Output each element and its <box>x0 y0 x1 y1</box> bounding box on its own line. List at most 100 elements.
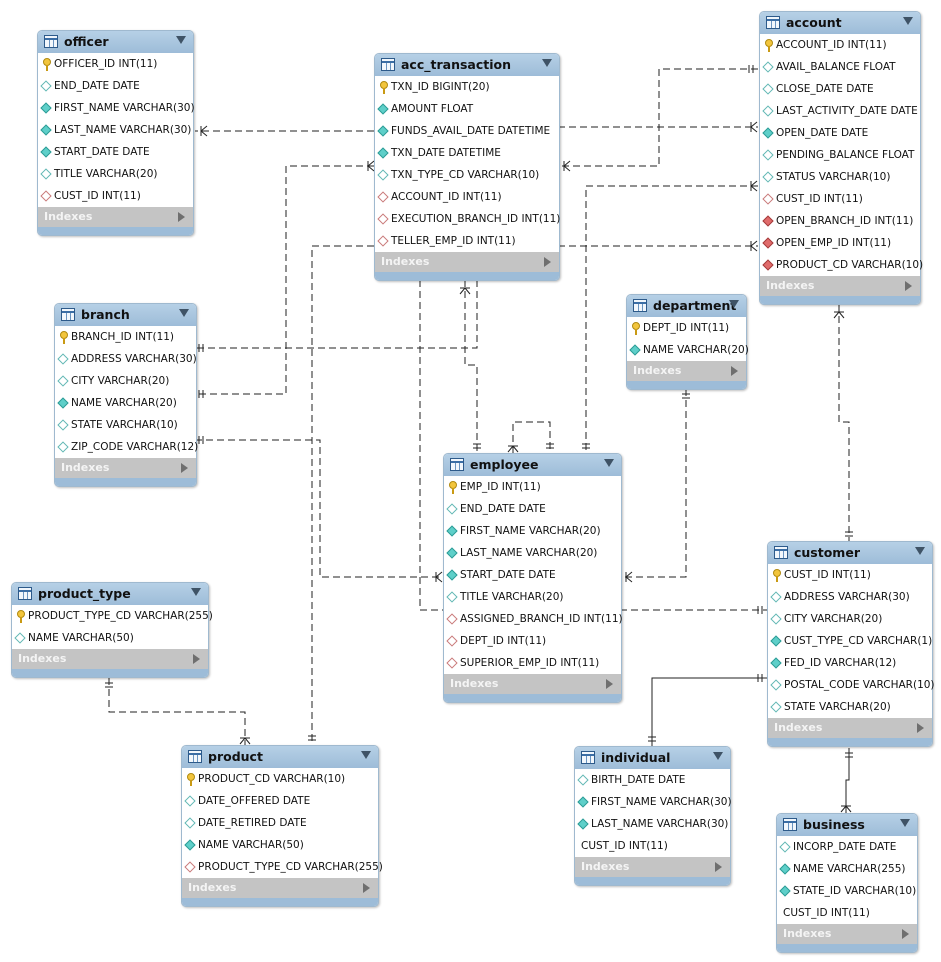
expand-arrow-icon[interactable] <box>715 862 722 872</box>
collapse-caret-icon[interactable] <box>713 752 723 760</box>
relationship-connector[interactable] <box>620 389 687 578</box>
relationship-connector[interactable] <box>195 280 478 349</box>
table-column[interactable]: TITLE VARCHAR(20) <box>38 163 193 185</box>
table-column[interactable]: EXECUTION_BRANCH_ID INT(11) <box>375 208 560 230</box>
expand-arrow-icon[interactable] <box>363 883 370 893</box>
table-column[interactable]: ACCOUNT_ID INT(11) <box>375 186 559 208</box>
table-column[interactable]: OPEN_EMP_ID INT(11) <box>760 232 920 254</box>
relationship-connector[interactable] <box>311 245 374 745</box>
table-column[interactable]: DEPT_ID INT(11) <box>444 630 621 652</box>
expand-arrow-icon[interactable] <box>544 257 551 267</box>
collapse-caret-icon[interactable] <box>179 309 189 317</box>
table-column[interactable]: PRODUCT_CD VARCHAR(10) <box>182 768 378 790</box>
table-column[interactable]: NAME VARCHAR(20) <box>627 339 749 361</box>
table-column[interactable]: PRODUCT_TYPE_CD VARCHAR(255) <box>12 605 213 627</box>
expand-arrow-icon[interactable] <box>902 929 909 939</box>
table-column[interactable]: LAST_NAME VARCHAR(20) <box>444 542 621 564</box>
table-column[interactable]: SUPERIOR_EMP_ID INT(11) <box>444 652 621 674</box>
table-column[interactable]: FIRST_NAME VARCHAR(20) <box>444 520 621 542</box>
table-column[interactable]: END_DATE DATE <box>38 75 193 97</box>
expand-arrow-icon[interactable] <box>606 679 613 689</box>
indexes-section[interactable]: Indexes <box>768 718 932 738</box>
collapse-caret-icon[interactable] <box>542 59 552 67</box>
table-column[interactable]: OFFICER_ID INT(11) <box>38 53 193 75</box>
table-header[interactable]: department <box>627 295 746 317</box>
collapse-caret-icon[interactable] <box>361 751 371 759</box>
table-column[interactable]: START_DATE DATE <box>444 564 621 586</box>
table-column[interactable]: CUST_TYPE_CD VARCHAR(1) <box>768 630 932 652</box>
table-column[interactable]: STATUS VARCHAR(10) <box>760 166 920 188</box>
table-header[interactable]: business <box>777 814 917 836</box>
table-column[interactable]: STATE_ID VARCHAR(10) <box>777 880 917 902</box>
indexes-section[interactable]: Indexes <box>760 276 920 296</box>
relationship-connector[interactable] <box>838 305 850 541</box>
table-column[interactable]: OPEN_DATE DATE <box>760 122 920 144</box>
table-column[interactable]: STATE VARCHAR(20) <box>768 696 932 718</box>
table-column[interactable]: LAST_NAME VARCHAR(30) <box>38 119 193 141</box>
collapse-caret-icon[interactable] <box>176 36 186 44</box>
table-header[interactable]: customer <box>768 542 932 564</box>
collapse-caret-icon[interactable] <box>191 588 201 596</box>
collapse-caret-icon[interactable] <box>903 17 913 25</box>
table-column[interactable]: PRODUCT_TYPE_CD VARCHAR(255) <box>182 856 383 878</box>
table-column[interactable]: CLOSE_DATE DATE <box>760 78 920 100</box>
table-column[interactable]: FIRST_NAME VARCHAR(30) <box>38 97 195 119</box>
table-column[interactable]: AVAIL_BALANCE FLOAT <box>760 56 920 78</box>
table-column[interactable]: DATE_RETIRED DATE <box>182 812 378 834</box>
table-header[interactable]: officer <box>38 31 193 53</box>
table-column[interactable]: CUST_ID INT(11) <box>768 564 932 586</box>
table-header[interactable]: individual <box>575 747 730 769</box>
table-column[interactable]: CITY VARCHAR(20) <box>55 370 196 392</box>
expand-arrow-icon[interactable] <box>178 212 185 222</box>
table-column[interactable]: PRODUCT_CD VARCHAR(10) <box>760 254 923 276</box>
collapse-caret-icon[interactable] <box>900 819 910 827</box>
table-column[interactable]: ZIP_CODE VARCHAR(12) <box>55 436 198 458</box>
table-header[interactable]: product_type <box>12 583 208 605</box>
relationship-connector[interactable] <box>585 185 758 453</box>
table-column[interactable]: EMP_ID INT(11) <box>444 476 621 498</box>
relationship-connector[interactable] <box>464 280 478 453</box>
table-column[interactable]: NAME VARCHAR(50) <box>182 834 378 856</box>
table-column[interactable]: AMOUNT FLOAT <box>375 98 559 120</box>
table-column[interactable]: INCORP_DATE DATE <box>777 836 917 858</box>
table-header[interactable]: employee <box>444 454 621 476</box>
table-column[interactable]: CUST_ID INT(11) <box>777 902 917 924</box>
relationship-connector[interactable] <box>419 280 443 611</box>
table-column[interactable]: CUST_ID INT(11) <box>760 188 920 210</box>
table-column[interactable]: DATE_OFFERED DATE <box>182 790 378 812</box>
table-column[interactable]: NAME VARCHAR(50) <box>12 627 208 649</box>
table-header[interactable]: account <box>760 12 920 34</box>
expand-arrow-icon[interactable] <box>731 366 738 376</box>
indexes-section[interactable]: Indexes <box>182 878 378 898</box>
indexes-section[interactable]: Indexes <box>55 458 196 478</box>
indexes-section[interactable]: Indexes <box>627 361 746 381</box>
expand-arrow-icon[interactable] <box>917 723 924 733</box>
table-column[interactable]: ADDRESS VARCHAR(30) <box>55 348 197 370</box>
table-column[interactable]: TXN_DATE DATETIME <box>375 142 559 164</box>
table-column[interactable]: BRANCH_ID INT(11) <box>55 326 196 348</box>
table-column[interactable]: TITLE VARCHAR(20) <box>444 586 621 608</box>
table-column[interactable]: PENDING_BALANCE FLOAT <box>760 144 920 166</box>
collapse-caret-icon[interactable] <box>729 300 739 308</box>
collapse-caret-icon[interactable] <box>915 547 925 555</box>
relationship-connector[interactable] <box>558 68 758 167</box>
relationship-connector[interactable] <box>651 677 767 746</box>
table-column[interactable]: FIRST_NAME VARCHAR(30) <box>575 791 732 813</box>
table-column[interactable]: ASSIGNED_BRANCH_ID INT(11) <box>444 608 623 630</box>
table-column[interactable]: CUST_ID INT(11) <box>38 185 193 207</box>
table-column[interactable]: ADDRESS VARCHAR(30) <box>768 586 932 608</box>
expand-arrow-icon[interactable] <box>905 281 912 291</box>
table-column[interactable]: CITY VARCHAR(20) <box>768 608 932 630</box>
table-column[interactable]: NAME VARCHAR(20) <box>55 392 196 414</box>
relationship-connector[interactable] <box>195 165 374 395</box>
relationship-connector[interactable] <box>108 678 246 745</box>
